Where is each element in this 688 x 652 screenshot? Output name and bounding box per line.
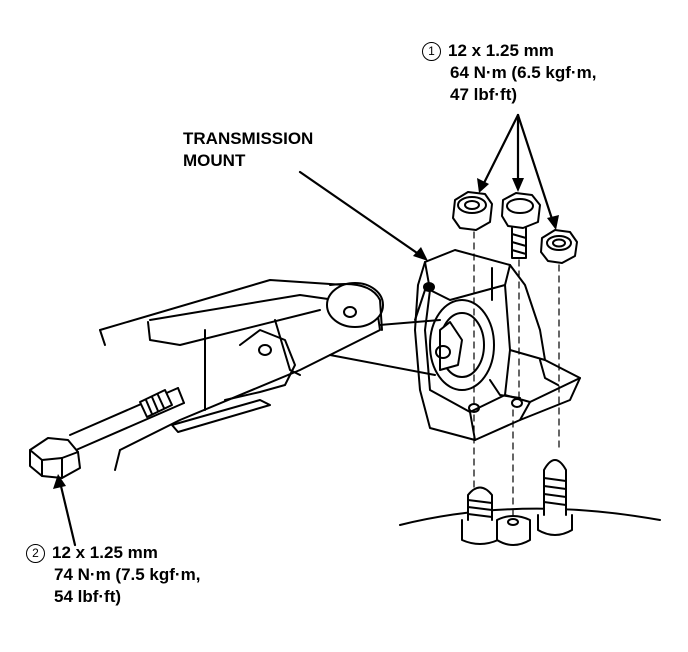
callout-2-number: 2	[26, 544, 45, 563]
transmission-mount-label-line1: TRANSMISSION	[183, 129, 314, 148]
callout-1: 1 12 x 1.25 mm 64 N·m (6.5 kgf·m, 47 lbf·…	[422, 40, 596, 106]
mount-body	[329, 249, 581, 441]
arrowheads	[53, 178, 559, 489]
transmission-mount-label: TRANSMISSION MOUNT	[183, 128, 313, 172]
transmission-studs	[399, 459, 661, 546]
callout-2-size: 12 x 1.25 mm	[52, 543, 158, 562]
callout-1-torque-lbfft: 47 lbf·ft)	[450, 85, 518, 104]
through-bolt	[29, 387, 185, 479]
callout-1-torque-nm: 64 N·m (6.5 kgf·m,	[450, 63, 597, 82]
callout-1-number: 1	[422, 42, 441, 61]
leader-arrows	[58, 113, 555, 547]
callout-1-size: 12 x 1.25 mm	[448, 41, 554, 60]
callout-2: 2 12 x 1.25 mm 74 N·m (7.5 kgf·m, 54 lbf·…	[26, 542, 200, 608]
callout-2-torque-lbfft: 54 lbf·ft)	[54, 587, 122, 606]
callout-2-torque-nm: 74 N·m (7.5 kgf·m,	[54, 565, 201, 584]
alignment-lines	[473, 231, 560, 516]
transmission-mount-label-line2: MOUNT	[183, 151, 246, 170]
mount-fasteners	[452, 191, 578, 264]
frame-arm	[99, 279, 384, 471]
